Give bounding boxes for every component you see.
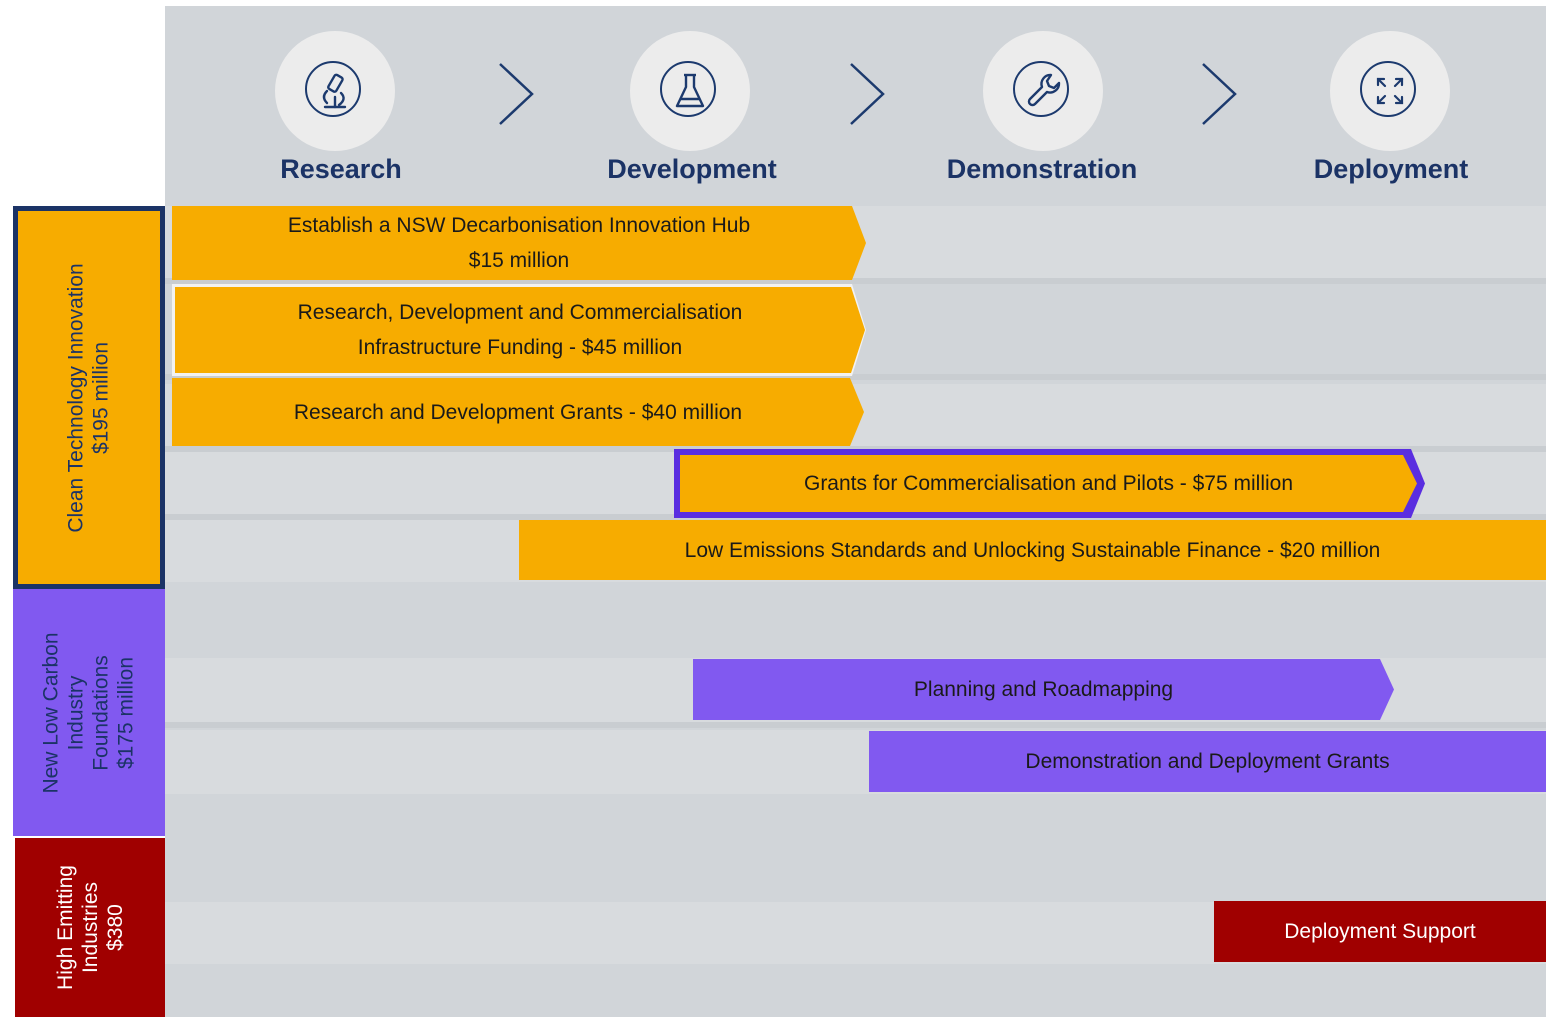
expand-icon	[1330, 31, 1450, 151]
stage-label-deployment: Deployment	[1313, 154, 1469, 184]
row-separator	[165, 374, 1546, 380]
flask-icon	[630, 31, 750, 151]
program-bar-rd-grants: Research and Development Grants - $40 mi…	[172, 378, 864, 446]
chevron-right-icon	[499, 63, 534, 125]
stage-label-demonstration: Demonstration	[946, 154, 1138, 184]
category-high-emitting-industries: High Emitting Industries $380	[15, 838, 165, 1017]
program-label: Research, Development and Commercialisat…	[297, 301, 743, 359]
program-bar-commercialisation-pilots: Grants for Commercialisation and Pilots …	[680, 455, 1417, 512]
program-label: Establish a NSW Decarbonisation Innovati…	[287, 214, 751, 272]
row-separator	[165, 722, 1546, 728]
program-bar-rdc-infrastructure: Research, Development and Commercialisat…	[175, 287, 865, 373]
category-clean-technology-innovation: Clean Technology Innovation $195 million	[13, 206, 165, 589]
program-bar-planning-roadmapping: Planning and Roadmapping	[693, 659, 1394, 720]
program-bar-demonstration-deployment-grants: Demonstration and Deployment Grants	[869, 731, 1546, 792]
program-label: Low Emissions Standards and Unlocking Su…	[684, 538, 1381, 562]
wrench-icon	[983, 31, 1103, 151]
program-bar-low-emissions-standards: Low Emissions Standards and Unlocking Su…	[519, 520, 1546, 580]
program-label: Deployment Support	[1284, 920, 1476, 943]
category-label: New Low Carbon Industry Foundations $175…	[40, 631, 138, 794]
category-new-low-carbon-industry: New Low Carbon Industry Foundations $175…	[13, 589, 165, 836]
program-label: Planning and Roadmapping	[913, 678, 1174, 701]
chevron-right-icon	[850, 63, 885, 125]
microscope-icon	[275, 31, 395, 151]
program-label: Demonstration and Deployment Grants	[1025, 750, 1390, 773]
category-label: High Emitting Industries $380	[53, 865, 127, 990]
program-label: Research and Development Grants - $40 mi…	[293, 400, 743, 424]
program-bar-innovation-hub: Establish a NSW Decarbonisation Innovati…	[172, 206, 866, 280]
row-separator	[165, 278, 1546, 284]
category-label: Clean Technology Innovation $195 million	[65, 262, 113, 533]
program-label: Grants for Commercialisation and Pilots …	[803, 472, 1294, 495]
program-bar-deployment-support: Deployment Support	[1214, 901, 1546, 962]
stage-label-research: Research	[280, 154, 402, 184]
chevron-right-icon	[1202, 63, 1237, 125]
stage-label-development: Development	[607, 154, 777, 184]
